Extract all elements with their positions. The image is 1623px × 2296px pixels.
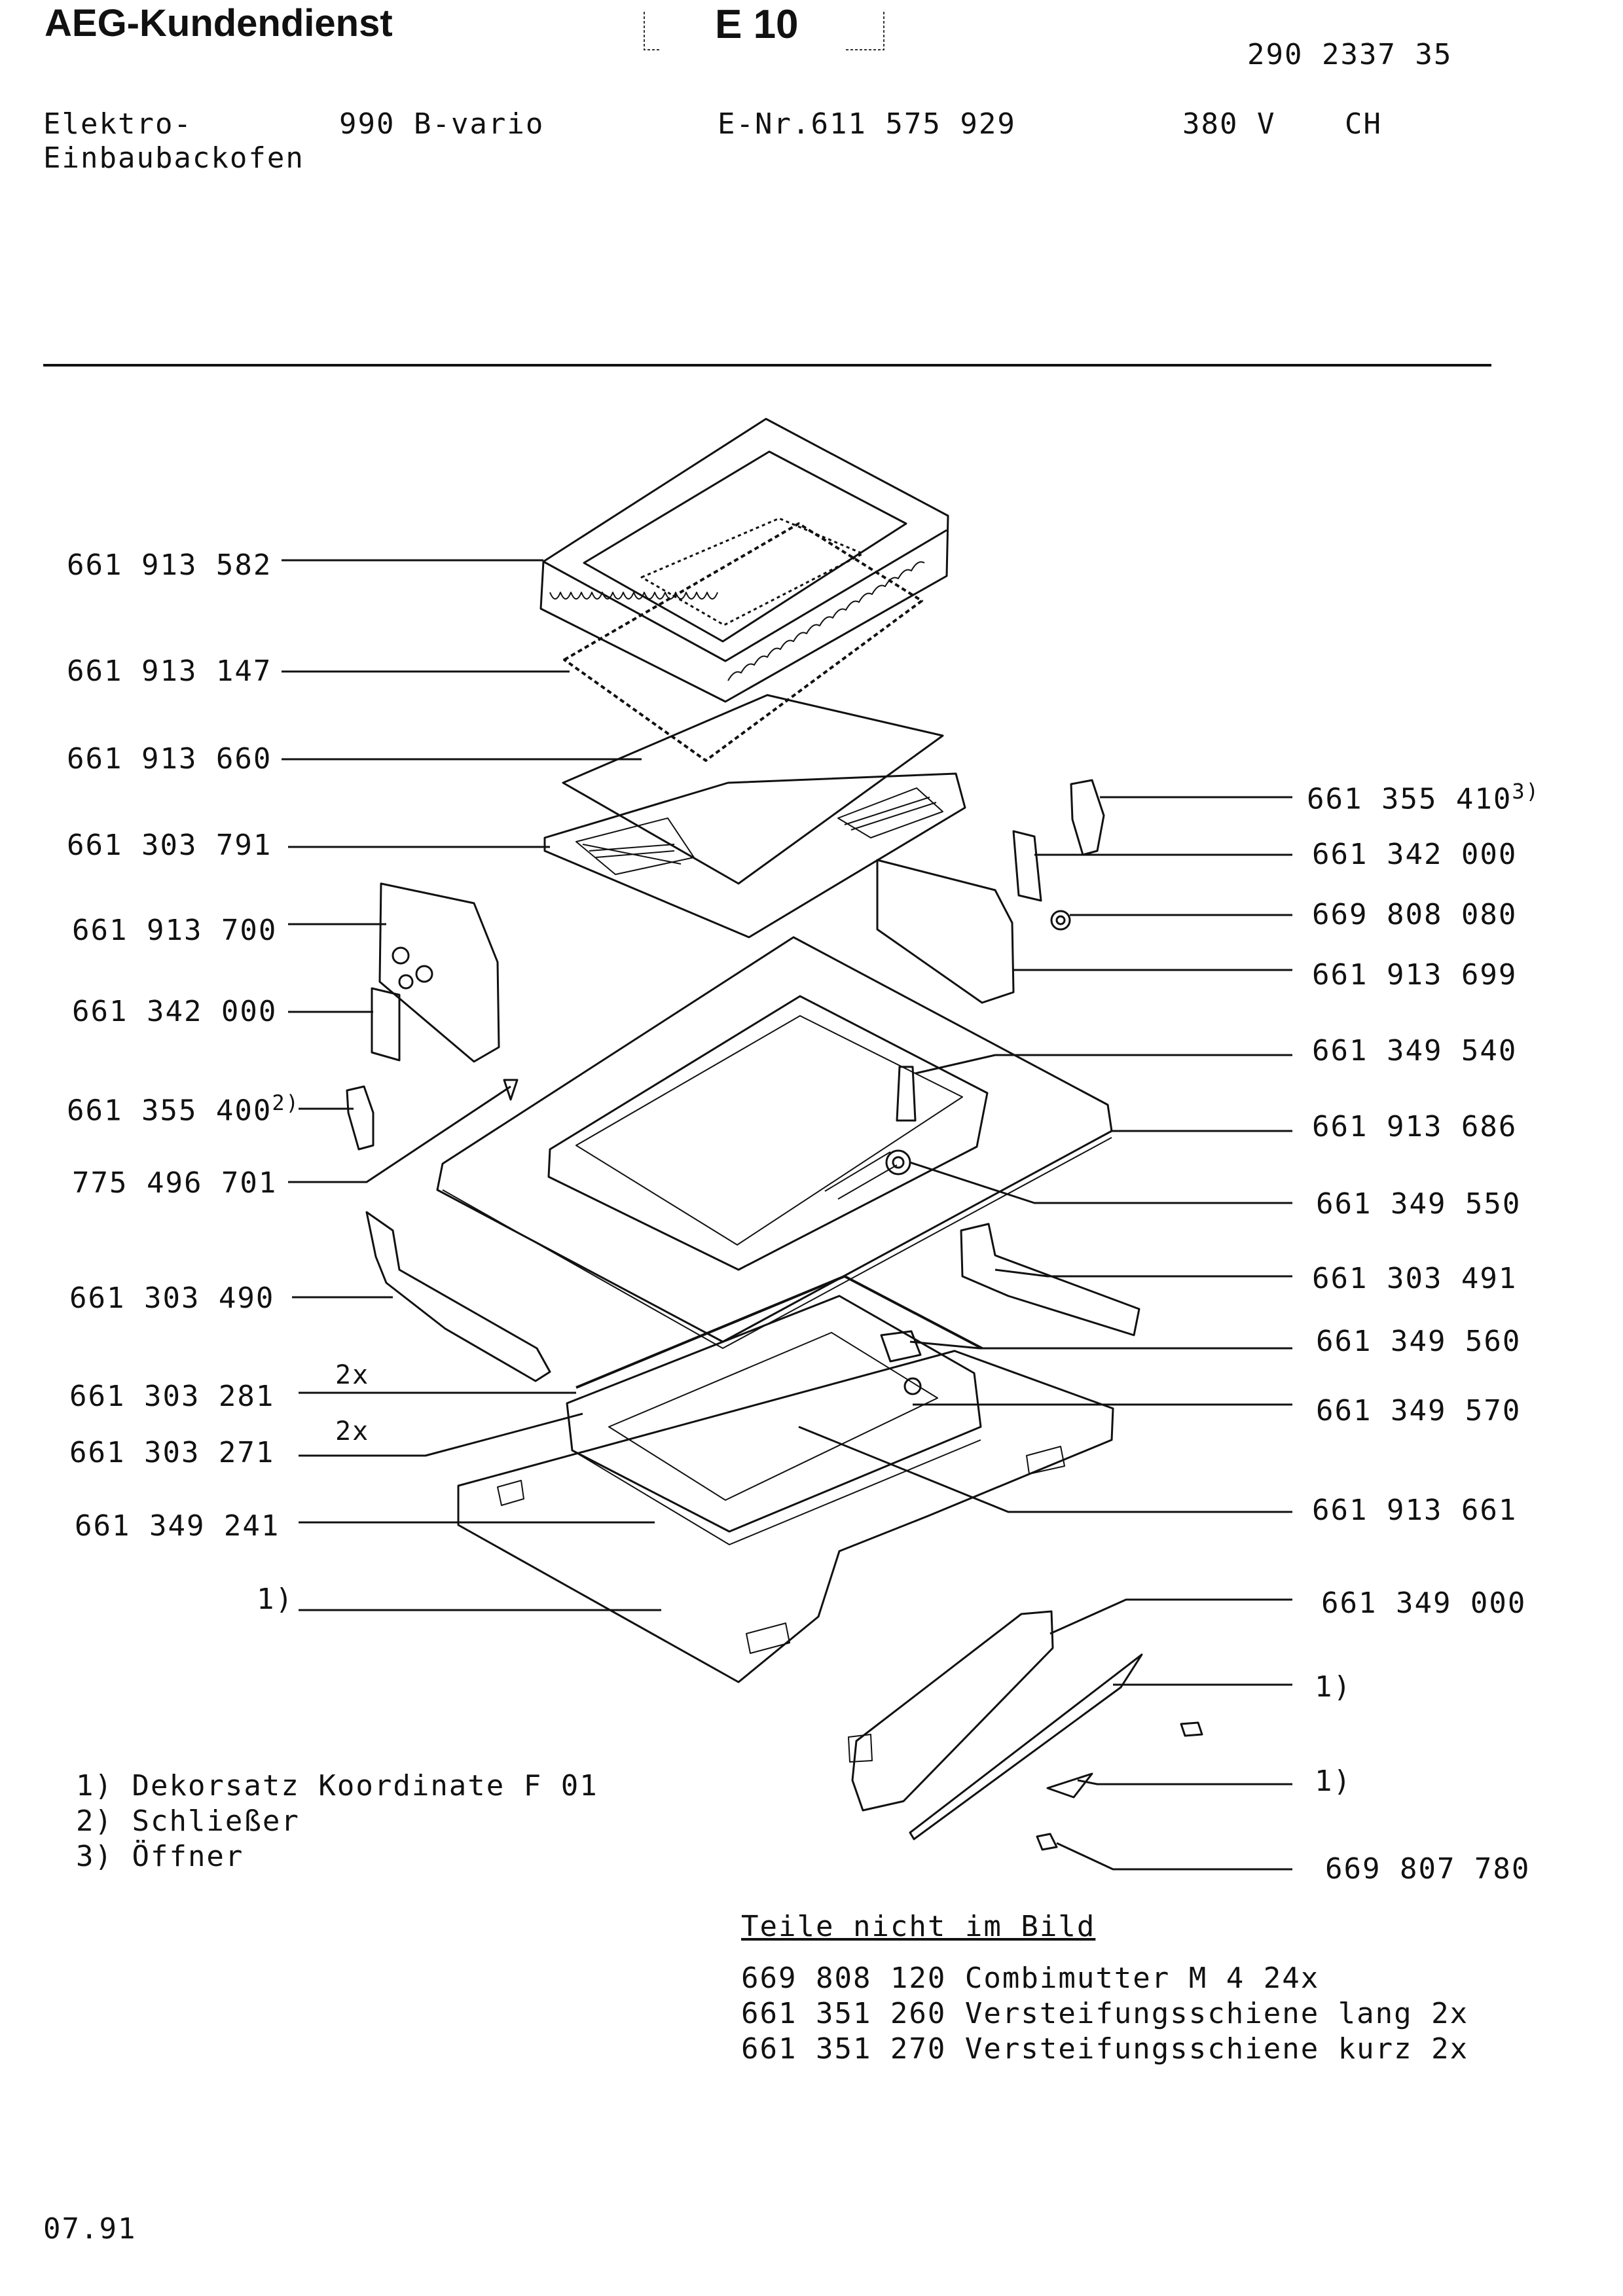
part-label-669807780: 669 807 780	[1325, 1852, 1531, 1886]
bottom-screw-part	[1036, 1833, 1058, 1851]
issue-date: 07.91	[43, 2212, 137, 2246]
part-label-661913661: 661 913 661	[1312, 1494, 1518, 1527]
parts-not-shown-item: 661 351 260 Versteifungsschiene lang 2x	[741, 1997, 1469, 2030]
part-label-661342000-right: 661 342 000	[1312, 838, 1518, 871]
quantity-2x-271: 2x	[335, 1416, 370, 1446]
voltage: 380 V	[1182, 107, 1276, 141]
rail-part	[575, 1275, 983, 1389]
part-label-775496701: 775 496 701	[72, 1166, 278, 1200]
parts-not-shown-title: Teile nicht im Bild	[741, 1910, 1096, 1943]
product-type-line2: Einbaubackofen	[43, 141, 304, 175]
part-label-661303491: 661 303 491	[1312, 1262, 1518, 1295]
footnote-2: 2) Schließer	[76, 1804, 300, 1838]
trim-strip-part	[909, 1653, 1143, 1840]
part-label-661303281: 661 303 281	[69, 1380, 275, 1413]
left-switch-part	[346, 1085, 374, 1151]
left-hinge-part	[365, 1211, 551, 1382]
washer-part	[1050, 910, 1071, 931]
clip-part	[880, 1330, 922, 1363]
part-label-661355410: 661 355 4103)	[1307, 779, 1540, 816]
brand-title: AEG-Kundendienst	[45, 2, 393, 45]
part-label-661913147: 661 913 147	[67, 655, 272, 688]
leader-lines-right	[798, 796, 1292, 1871]
left-bracket-part	[378, 882, 500, 1063]
leader-lines-left	[282, 559, 661, 1611]
part-label-661349550: 661 349 550	[1316, 1187, 1522, 1221]
product-type-line1: Elektro-	[43, 107, 192, 141]
part-label-661303271: 661 303 271	[69, 1436, 275, 1469]
knob-part	[896, 1066, 917, 1122]
e-number: E-Nr.611 575 929	[718, 107, 1016, 141]
part-label-661349000: 661 349 000	[1321, 1587, 1527, 1620]
cover-plate-part	[562, 694, 944, 885]
sheet-frame-corners	[644, 12, 884, 50]
part-label-661349570: 661 349 570	[1316, 1394, 1522, 1427]
gasket-part	[563, 522, 923, 762]
part-label-661303490: 661 303 490	[69, 1282, 275, 1315]
part-label-661349241: 661 349 241	[75, 1509, 280, 1543]
bottom-frame-part	[851, 1610, 1054, 1812]
footnote-3: 3) Öffner	[76, 1840, 244, 1873]
part-label-661349540: 661 349 540	[1312, 1034, 1518, 1067]
document-number: 290 2337 35	[1247, 38, 1453, 71]
part-label-661355400: 661 355 4002)	[67, 1090, 300, 1128]
part-label-661913660: 661 913 660	[67, 742, 272, 776]
pin-part	[903, 1377, 922, 1395]
inner-glass-frame-part	[566, 1295, 982, 1545]
parts-not-shown-item: 669 808 120 Combimutter M 4 24x	[741, 1962, 1320, 1995]
small-screw-part	[1180, 1721, 1203, 1737]
heating-plate-part	[543, 772, 966, 939]
right-hinge-part	[960, 1223, 1140, 1336]
part-label-669808080: 669 808 080	[1312, 898, 1518, 931]
footnote-1: 1) Dekorsatz Koordinate F 01	[76, 1769, 598, 1803]
base-plate-part	[457, 1350, 1114, 1683]
part-label-dekorsatz-right-2: 1)	[1315, 1765, 1352, 1798]
right-bracket-part	[876, 859, 1015, 1004]
part-label-dekorsatz-left: 1)	[257, 1583, 294, 1616]
small-trim-part	[1046, 1772, 1093, 1799]
part-label-661303791: 661 303 791	[67, 829, 272, 862]
parts-not-shown-list: 669 808 120 Combimutter M 4 24x 661 351 …	[741, 1961, 1468, 2067]
part-label-661349560: 661 349 560	[1316, 1325, 1522, 1358]
part-number: 661 355 410	[1307, 782, 1512, 816]
footnote-marker: 3)	[1512, 779, 1540, 804]
main-frame-part	[436, 936, 1113, 1349]
footnote-marker: 2)	[272, 1090, 300, 1115]
left-small-plate-part	[371, 987, 401, 1062]
top-frame-part	[539, 418, 949, 703]
part-label-661913582: 661 913 582	[67, 548, 272, 582]
country-code: CH	[1345, 107, 1382, 141]
part-label-661913700: 661 913 700	[72, 914, 278, 947]
sheet-number: E 10	[715, 2, 799, 47]
parts-not-shown-item: 661 351 270 Versteifungsschiene kurz 2x	[741, 2032, 1469, 2066]
part-label-dekorsatz-right-1: 1)	[1315, 1670, 1352, 1704]
part-label-661342000-left: 661 342 000	[72, 995, 278, 1028]
footnotes: 1) Dekorsatz Koordinate F 01 2) Schließe…	[76, 1768, 598, 1874]
bushing-part	[885, 1149, 911, 1175]
model-name: 990 B-vario	[339, 107, 545, 141]
quantity-2x-281: 2x	[335, 1360, 370, 1390]
right-switch-part	[1070, 779, 1105, 856]
part-label-661913699: 661 913 699	[1312, 958, 1518, 992]
right-small-plate-part	[1012, 830, 1042, 902]
header-rule	[43, 364, 1491, 367]
part-label-661913686: 661 913 686	[1312, 1110, 1518, 1143]
part-number: 661 355 400	[67, 1094, 272, 1128]
